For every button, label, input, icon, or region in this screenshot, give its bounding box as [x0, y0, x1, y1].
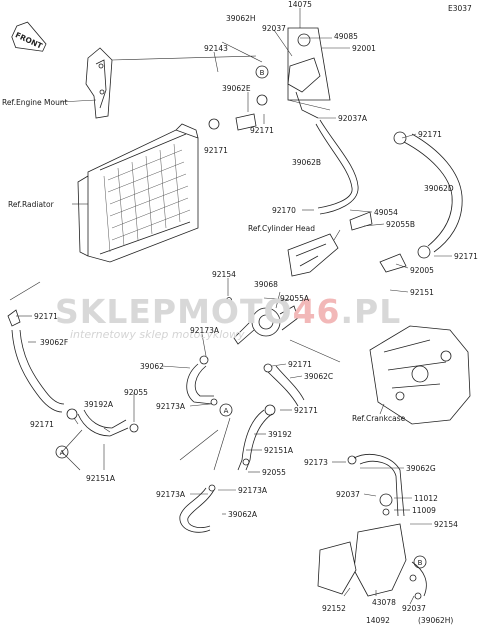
part-label: 92055 [262, 468, 286, 477]
callout-b-text-bottom: B [418, 559, 423, 567]
radiator [77, 123, 199, 263]
ref-cylinder-head: Ref.Cylinder Head [248, 224, 316, 233]
callout-a-text-left: A [60, 449, 65, 457]
hose-39062f [7, 309, 65, 413]
ref-radiator: Ref.Radiator [8, 200, 54, 209]
hose-39062b [315, 119, 359, 215]
part-label: 92037A [338, 114, 367, 123]
cylinder-head-bracket [287, 211, 407, 277]
hose-39062a [179, 484, 216, 533]
part-label: 92173 [304, 458, 328, 467]
part-label: 92171 [418, 130, 442, 139]
part-label: 92171 [288, 360, 312, 369]
part-label: 92171 [454, 252, 478, 261]
part-label: 14075 [288, 0, 312, 9]
crankcase [369, 325, 471, 425]
part-label: 39062A [228, 510, 257, 519]
watermark-text-c: .PL [340, 292, 402, 331]
part-label: 92151 [410, 288, 434, 297]
part-label: 11009 [412, 506, 436, 515]
watermark-text-a: SKLEPMOTO [55, 292, 293, 331]
part-label: (39062H) [418, 616, 454, 625]
front-arrow-icon [11, 21, 47, 52]
ref-engine-mount: Ref.Engine Mount [2, 98, 68, 107]
part-label: 92005 [410, 266, 434, 275]
hose-39062 [186, 355, 218, 406]
thermostat-housing [226, 297, 299, 345]
part-label: 92055 [124, 388, 148, 397]
part-label: 92154 [434, 520, 458, 529]
leader-lines [9, 8, 452, 605]
part-label: 92173A [190, 326, 219, 335]
part-label: 39062G [406, 464, 436, 473]
callout-a-circle-mid [219, 403, 233, 417]
part-label: 39062F [40, 338, 69, 347]
part-label: 39062 [140, 362, 164, 371]
part-label: 92171 [204, 146, 228, 155]
part-label: 92037 [402, 604, 426, 613]
pipe-39192 [237, 404, 276, 471]
diagram-code: E3037 [448, 4, 472, 13]
part-label: 92173A [156, 402, 185, 411]
part-label: 14092 [366, 616, 390, 625]
part-label: 92055A [280, 294, 309, 303]
hose-39062e [208, 94, 268, 131]
part-label: 39192 [268, 430, 292, 439]
part-label: 92171 [30, 420, 54, 429]
filler-neck [287, 27, 331, 119]
part-label: 92173A [156, 490, 185, 499]
part-label: 92154 [212, 270, 236, 279]
part-label: 92171 [250, 126, 274, 135]
part-label: 39062B [292, 158, 322, 167]
callout-a-circle-left [55, 445, 69, 459]
part-label: 92143 [204, 44, 228, 53]
part-label: 92152 [322, 604, 346, 613]
hose-39062d [393, 131, 463, 259]
part-label: 92173A [238, 486, 267, 495]
part-label: 49085 [334, 32, 358, 41]
part-label: 92055B [386, 220, 416, 229]
part-label: 39192A [84, 400, 113, 409]
callout-b-circle-top [255, 65, 269, 79]
callout-b-circle-bottom [413, 555, 427, 569]
part-label: 92151A [264, 446, 293, 455]
part-label: 39062H [226, 14, 256, 23]
hose-39062c [263, 363, 305, 407]
watermark-subtitle: internetowy sklep motocyklowy [70, 328, 245, 341]
part-label: 92037 [262, 24, 286, 33]
part-label: 39062C [304, 372, 334, 381]
watermark-text-b: 46 [292, 292, 341, 331]
part-label: 92151A [86, 474, 115, 483]
part-label: 39062E [222, 84, 251, 93]
ref-crankcase: Ref.Crankcase [352, 414, 406, 423]
reservoir-tank [317, 454, 427, 600]
part-label: 92171 [294, 406, 318, 415]
pipe-39192a [66, 408, 139, 437]
callout-a-text-mid: A [224, 407, 229, 415]
part-label: 92001 [352, 44, 376, 53]
watermark-logo: SKLEPMOTO46.PL [55, 292, 401, 331]
part-label: 11012 [414, 494, 438, 503]
part-label: 43078 [372, 598, 396, 607]
part-label: 92171 [34, 312, 58, 321]
engine-mount-bracket [85, 47, 113, 119]
part-label: 92037 [336, 490, 360, 499]
part-label: 92170 [272, 206, 296, 215]
callout-b-text-top: B [260, 69, 265, 77]
part-label: 49054 [374, 208, 398, 217]
part-label: 39068 [254, 280, 278, 289]
part-label: 39062D [424, 184, 454, 193]
